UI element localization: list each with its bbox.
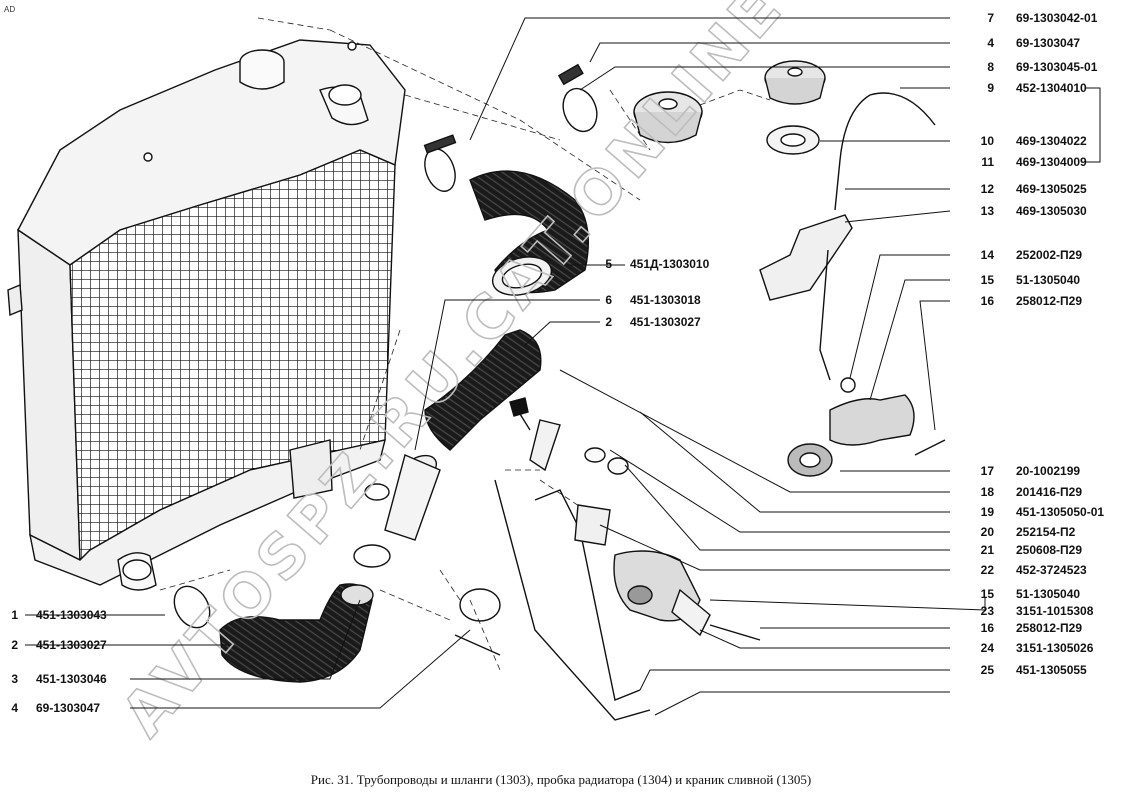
tube-bracket xyxy=(759,214,853,301)
clamp-upper-2 xyxy=(562,87,598,133)
callout-num: 20 xyxy=(981,525,995,539)
overflow-tube xyxy=(759,92,936,381)
callout-num: 19 xyxy=(981,505,995,519)
mid-callouts: 5 451Д-1303010 6 451-1303018 2 451-13030… xyxy=(605,257,709,329)
upper-hose xyxy=(469,170,590,296)
clamp-lower-2 xyxy=(353,544,391,568)
mounting-bracket-left xyxy=(7,283,23,317)
callout-code: 469-1304022 xyxy=(1016,134,1087,148)
figure-caption: Рис. 31. Трубопроводы и шланги (1303), п… xyxy=(311,772,811,787)
callout-code: 451-1303043 xyxy=(36,608,107,622)
callout-code: 451-1303027 xyxy=(36,638,107,652)
callout-num: 8 xyxy=(987,60,994,74)
callout-num: 23 xyxy=(981,604,995,618)
washer-20 xyxy=(584,447,606,463)
callout-code: 69-1303047 xyxy=(1016,36,1080,50)
right-callouts: 7 69-1303042-01 4 69-1303047 8 69-130304… xyxy=(981,11,1105,677)
callout-code: 252002-П29 xyxy=(1016,248,1082,262)
callout-num: 15 xyxy=(981,273,995,287)
callout-code: 469-1305025 xyxy=(1016,182,1087,196)
drain-valve-lower xyxy=(613,550,761,641)
clamp-lower-4 xyxy=(459,588,501,622)
callout-num: 14 xyxy=(981,248,995,262)
callout-code: 452-1304010 xyxy=(1016,81,1087,95)
callout-code: 451-1303046 xyxy=(36,672,107,686)
callout-code: 250608-П29 xyxy=(1016,543,1082,557)
leader-lines xyxy=(25,17,1101,716)
callout-code: 258012-П29 xyxy=(1016,294,1082,308)
mount-bolt-side xyxy=(347,41,357,51)
callout-code: 469-1304009 xyxy=(1016,155,1087,169)
bracket-19 xyxy=(529,419,561,472)
callout-num: 5 xyxy=(605,257,612,271)
callout-code: 20-1002199 xyxy=(1016,464,1080,478)
callout-num: 4 xyxy=(11,701,18,715)
callout-code: 69-1303045-01 xyxy=(1016,60,1098,74)
callout-code: 258012-П29 xyxy=(1016,621,1082,635)
mount-bolt-top xyxy=(143,152,153,162)
callout-num: 2 xyxy=(11,638,18,652)
callout-num: 13 xyxy=(981,204,995,218)
nut-21 xyxy=(607,457,629,475)
drain-pipes xyxy=(494,479,651,721)
callout-code: 51-1305040 xyxy=(1016,587,1080,601)
callout-code: 469-1305030 xyxy=(1016,204,1087,218)
bracket-22 xyxy=(574,504,611,546)
left-callouts: 1 451-1303043 2 451-1303027 3 451-130304… xyxy=(11,608,107,715)
upper-hose-clamps xyxy=(423,63,598,192)
cotter-pin-lower xyxy=(709,624,761,641)
callout-num: 1 xyxy=(11,608,18,622)
callout-num: 16 xyxy=(981,294,995,308)
callout-num: 11 xyxy=(981,155,994,169)
callout-num: 16 xyxy=(981,621,995,635)
drain-valve-17 xyxy=(829,394,915,446)
callout-code: 451-1303027 xyxy=(630,315,701,329)
callout-code: 51-1305040 xyxy=(1016,273,1080,287)
callout-code: 201416-П29 xyxy=(1016,485,1082,499)
callout-num: 12 xyxy=(981,182,995,196)
callout-num: 17 xyxy=(981,464,995,478)
callout-code: 3151-1305026 xyxy=(1016,641,1094,655)
callout-num: 7 xyxy=(987,11,994,25)
pipe-elbow xyxy=(384,454,441,541)
callout-code: 451-1305055 xyxy=(1016,663,1087,677)
callout-num: 18 xyxy=(981,485,995,499)
radiator xyxy=(7,39,406,591)
callout-code: 3151-1015308 xyxy=(1016,604,1094,618)
clamp-lower-1 xyxy=(173,585,211,629)
mounting-bracket-bottom xyxy=(289,439,333,499)
callout-num: 22 xyxy=(981,563,995,577)
lower-hose xyxy=(173,544,501,683)
middle-hose xyxy=(364,329,542,541)
callout-code: 451-1305050-01 xyxy=(1016,505,1104,519)
callout-num: 9 xyxy=(987,81,994,95)
callout-code: 252154-П2 xyxy=(1016,525,1076,539)
drain-valve-upper xyxy=(509,377,946,477)
callout-num: 21 xyxy=(981,543,995,557)
washer-14 xyxy=(840,377,856,393)
corner-mark: AD xyxy=(4,5,15,14)
lever-23 xyxy=(671,588,711,637)
callout-num: 4 xyxy=(987,36,994,50)
callout-num: 10 xyxy=(981,134,995,148)
cotter-pin-16 xyxy=(914,439,946,456)
callout-num: 6 xyxy=(605,293,612,307)
clamp-upper-1 xyxy=(424,148,456,192)
callout-num: 15 xyxy=(981,587,995,601)
callout-code: 452-3724523 xyxy=(1016,563,1087,577)
radiator-cap-assembly xyxy=(633,60,826,155)
bolt-19 xyxy=(519,413,531,431)
callout-code: 69-1303042-01 xyxy=(1016,11,1098,25)
callout-num: 25 xyxy=(981,663,995,677)
callout-num: 3 xyxy=(11,672,18,686)
callout-num: 2 xyxy=(605,315,612,329)
callout-code: 451Д-1303010 xyxy=(630,257,710,271)
callout-code: 69-1303047 xyxy=(36,701,100,715)
callout-code: 451-1303018 xyxy=(630,293,701,307)
callout-num: 24 xyxy=(981,641,995,655)
